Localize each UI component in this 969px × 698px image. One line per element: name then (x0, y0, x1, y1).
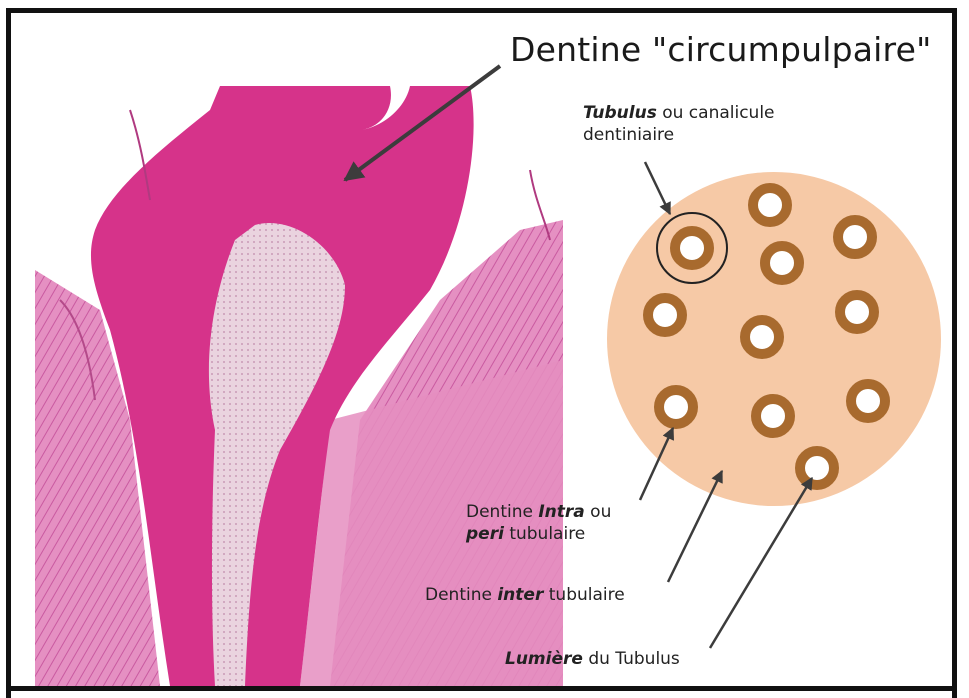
tubule (648, 298, 682, 332)
tubule (800, 451, 834, 485)
tubule-cross-section (607, 172, 941, 506)
inter-post: tubulaire (543, 585, 624, 605)
inter-pre: Dentine (425, 585, 497, 605)
tubulus-rest: ou canalicule (657, 103, 775, 123)
peri-term: peri (466, 524, 504, 544)
tubule (765, 246, 799, 280)
intra-post: ou (585, 502, 612, 522)
inter-label: Dentine inter tubulaire (425, 584, 625, 606)
tubule (756, 399, 790, 433)
tubulus-label: Tubulus ou canalicule dentiniaire (583, 102, 775, 146)
inter-arrow (668, 471, 722, 582)
tubulus-term: Tubulus (583, 103, 657, 123)
tubule (851, 384, 885, 418)
intra-pre: Dentine (466, 502, 538, 522)
intra-term: Intra (538, 502, 584, 522)
tubule (675, 231, 709, 265)
lumiere-post: du Tubulus (583, 649, 680, 669)
tubule (838, 220, 872, 254)
inter-term: inter (497, 585, 543, 605)
tubule (840, 295, 874, 329)
intra-label: Dentine Intra ou peri tubulaire (466, 501, 611, 545)
tubule (753, 188, 787, 222)
tubulus-line2: dentiniaire (583, 125, 674, 145)
lumiere-term: Lumière (505, 649, 583, 669)
tubule (659, 390, 693, 424)
peri-post: tubulaire (504, 524, 585, 544)
figure-title: Dentine "circumpulpaire" (510, 30, 931, 69)
lumiere-label: Lumière du Tubulus (505, 648, 680, 670)
tubule (745, 320, 779, 354)
tubulus-arrow (645, 162, 670, 214)
